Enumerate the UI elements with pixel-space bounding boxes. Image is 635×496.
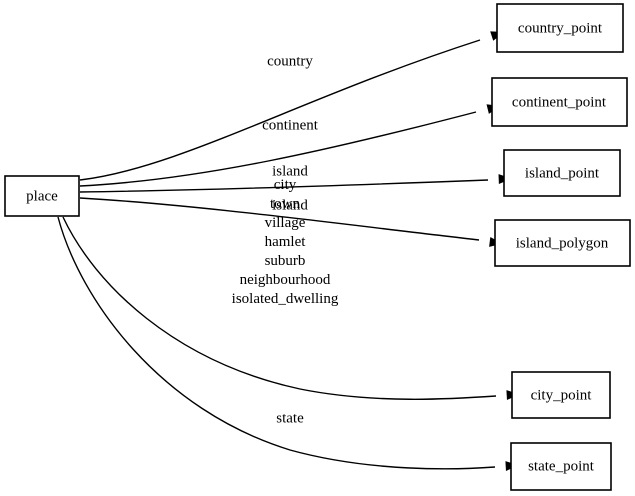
node-country_point[interactable]: country_point <box>496 3 624 53</box>
edge-path-state <box>57 216 496 470</box>
edge-path-continent <box>79 111 477 187</box>
node-label-country_point: country_point <box>518 20 603 36</box>
node-city_point[interactable]: city_point <box>511 371 611 419</box>
edge-path-country <box>79 39 481 181</box>
node-box-country_point <box>496 3 624 53</box>
edge-path-city <box>62 216 497 400</box>
node-state_point[interactable]: state_point <box>510 442 612 491</box>
node-label-state_point: state_point <box>528 458 595 474</box>
edge-label-continent: continent <box>262 117 319 133</box>
node-label-island_polygon: island_polygon <box>516 235 609 251</box>
edge-place-island_polygon[interactable]: island <box>79 197 503 247</box>
node-box-continent_point <box>491 77 628 127</box>
edge-label-state: state <box>276 410 304 426</box>
edge-place-island_point[interactable]: island <box>79 163 512 193</box>
node-box-state_point <box>510 442 612 491</box>
node-place[interactable]: place <box>4 175 80 217</box>
node-box-place <box>4 175 80 217</box>
node-label-city_point: city_point <box>531 387 593 403</box>
edge-label-country: country <box>267 53 313 69</box>
edge-path-island-polygon <box>79 197 480 241</box>
edge-label-line: suburb <box>265 253 306 269</box>
node-label-island_point: island_point <box>525 165 600 181</box>
edge-label-line: city <box>274 177 297 193</box>
node-island_polygon[interactable]: island_polygon <box>494 219 631 267</box>
edge-label-line: neighbourhood <box>240 272 331 288</box>
edge-place-country_point[interactable]: country <box>79 28 505 181</box>
edge-label-line: village <box>265 215 306 231</box>
edge-label-line: town <box>270 196 301 212</box>
node-label-continent_point: continent_point <box>512 94 607 110</box>
node-island_point[interactable]: island_point <box>503 149 621 197</box>
edges-layer: country continent island island city <box>57 28 520 471</box>
node-box-island_point <box>503 149 621 197</box>
edge-label-city-group: city town village hamlet suburb neighbourhood… <box>232 177 339 307</box>
node-box-island_polygon <box>494 219 631 267</box>
edge-path-island-point <box>79 179 489 193</box>
edge-place-city_point[interactable]: city town village hamlet suburb neighbourhood… <box>62 177 520 400</box>
edge-label-line: hamlet <box>265 234 307 250</box>
edge-label-line: isolated_dwelling <box>232 291 339 307</box>
node-continent_point[interactable]: continent_point <box>491 77 628 127</box>
node-box-city_point <box>511 371 611 419</box>
nodes-layer: place country_point continent_point isla… <box>4 3 631 491</box>
node-label-place: place <box>26 188 58 204</box>
edge-label-island-point: island <box>272 163 308 179</box>
edge-label-island-polygon: island <box>272 197 308 213</box>
